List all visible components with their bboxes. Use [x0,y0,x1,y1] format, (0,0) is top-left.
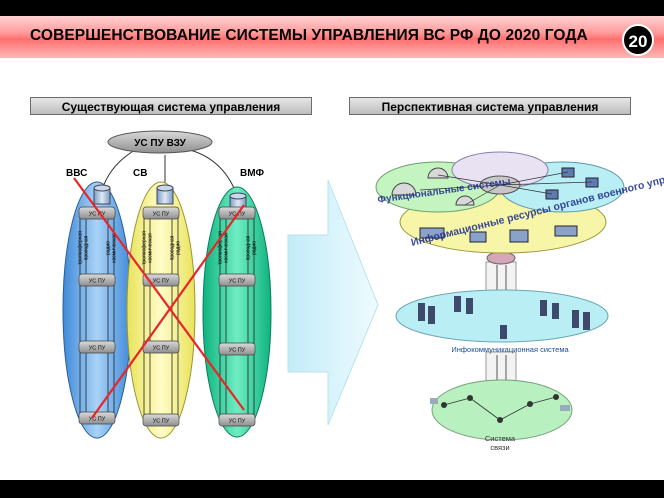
us-pu-node-label: УС ПУ [153,279,170,285]
column-medium-label: проводная [170,235,176,260]
branch-label-vmf: ВМФ [240,168,265,179]
us-pu-node-label: УС ПУ [89,417,106,423]
us-pu-node-label: УС ПУ [153,419,170,425]
us-pu-node-box [142,206,180,220]
communication-system-ellipse [431,379,573,441]
column-medium-label: тропосферная [78,231,84,265]
sv-column [126,181,196,439]
infocommunication-caption: Инфокоммуникационная система [451,345,569,354]
us-pu-node-label: УС ПУ [89,212,106,218]
top-node-label: УС ПУ ВЗУ [134,138,186,149]
infocommunication-servers [418,296,590,339]
red-cross [73,177,245,419]
column-medium-label: космическая [148,233,154,263]
column-medium-label: космическая [224,233,230,263]
communication-caption-line2: связи [490,443,509,452]
column-medium-label: проводная [246,235,252,260]
vvs-column [62,181,132,439]
branch-label-vvs: ВВС [66,168,88,179]
branch-label-sv: СВ [133,168,148,179]
title-band [0,16,664,58]
existing-system-header: Существующая система управления [30,97,312,115]
us-pu-node-box [78,206,116,220]
slide-title: СОВЕРШЕНСТВОВАНИЕ СИСТЕМЫ УПРАВЛЕНИЯ ВС … [30,27,588,44]
communication-caption-line1: Система [485,434,516,443]
us-pu-node-box [218,413,256,427]
us-pu-node-box [218,273,256,287]
us-pu-node-label: УС ПУ [153,212,170,218]
us-pu-node-box [78,273,116,287]
column-link-lines [79,215,255,420]
column-medium-label: тропосферная [218,231,224,265]
us-pu-node-box [142,413,180,427]
us-pu-node-label: УС ПУ [89,346,106,352]
us-pu-node-box [218,342,256,356]
us-pu-node-label: УС ПУ [153,346,170,352]
us-pu-node-box [78,340,116,354]
prospective-system-header: Перспективная система управления [349,97,631,115]
column-medium-label: тропосферная [142,231,148,265]
column-medium-label: радио [106,241,112,255]
top-bar [0,0,664,16]
us-pu-node-label: УС ПУ [229,348,246,354]
bottom-bar [0,480,664,498]
column-medium-label: радио [176,241,182,255]
communication-equipment [430,394,570,423]
slide-number-badge: 20 [622,24,654,56]
us-pu-node-label: УС ПУ [89,279,106,285]
column-medium-label: космическая [112,233,118,263]
functional-equipment [391,167,599,243]
column-medium-label: радио [252,241,258,255]
us-pu-node-label: УС ПУ [229,279,246,285]
column-cylinders [93,184,247,213]
top-node [107,130,213,154]
column-medium-label: проводная [84,235,90,260]
transition-arrow [287,179,379,426]
us-pu-node-label: УС ПУ [229,419,246,425]
